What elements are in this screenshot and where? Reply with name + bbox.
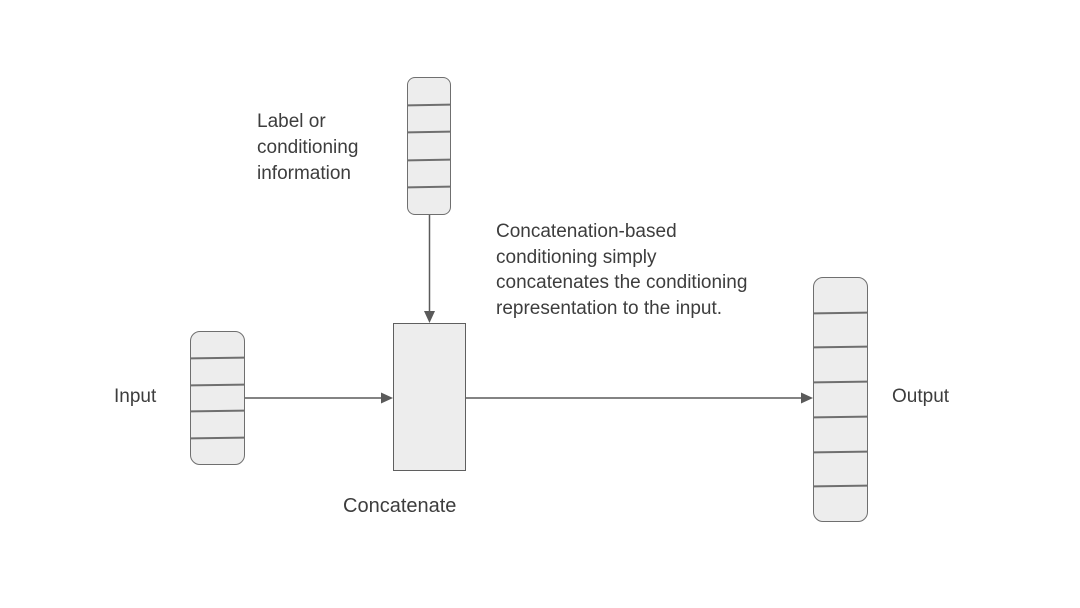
vector-cell	[814, 278, 867, 313]
cell-divider	[814, 484, 867, 488]
cell-divider	[408, 131, 450, 134]
cell-divider	[191, 383, 244, 386]
cell-divider	[191, 356, 244, 360]
cell-divider	[191, 409, 244, 413]
vector-cell	[408, 131, 450, 159]
vector-cell	[191, 332, 244, 358]
input-label: Input	[114, 386, 157, 407]
cell-divider	[814, 311, 867, 314]
cell-divider	[814, 450, 867, 453]
cell-divider	[814, 380, 867, 384]
cell-divider	[408, 158, 450, 161]
conditioning-label: Label or conditioning information	[257, 111, 359, 184]
input-vector	[190, 331, 245, 465]
cell-divider	[191, 436, 244, 439]
vector-cell	[408, 78, 450, 105]
vector-cell	[408, 103, 450, 132]
concatenate-box	[393, 323, 466, 471]
arrow-concatenate-to-output	[466, 392, 813, 404]
vector-cell	[191, 409, 244, 437]
vector-cell	[814, 484, 867, 521]
vector-cell	[191, 383, 244, 411]
cell-divider	[814, 346, 867, 349]
concatenate-label: Concatenate	[343, 495, 457, 517]
vector-cell	[408, 158, 450, 187]
cell-divider	[408, 185, 450, 188]
vector-cell	[814, 346, 867, 382]
arrow-conditioning-to-concatenate	[424, 215, 435, 323]
cell-divider	[814, 415, 867, 418]
vector-cell	[814, 311, 867, 348]
vector-cell	[814, 415, 867, 452]
vector-cell	[814, 450, 867, 487]
vector-cell	[814, 380, 867, 417]
output-vector	[813, 277, 868, 522]
vector-cell	[408, 185, 450, 214]
cell-divider	[408, 103, 450, 107]
output-label: Output	[892, 386, 950, 407]
annotation-text: Concatenation-based conditioning simply …	[496, 221, 748, 319]
conditioning-vector	[407, 77, 451, 215]
arrow-input-to-concatenate	[245, 392, 393, 404]
vector-cell	[191, 436, 244, 464]
vector-cell	[191, 356, 244, 384]
